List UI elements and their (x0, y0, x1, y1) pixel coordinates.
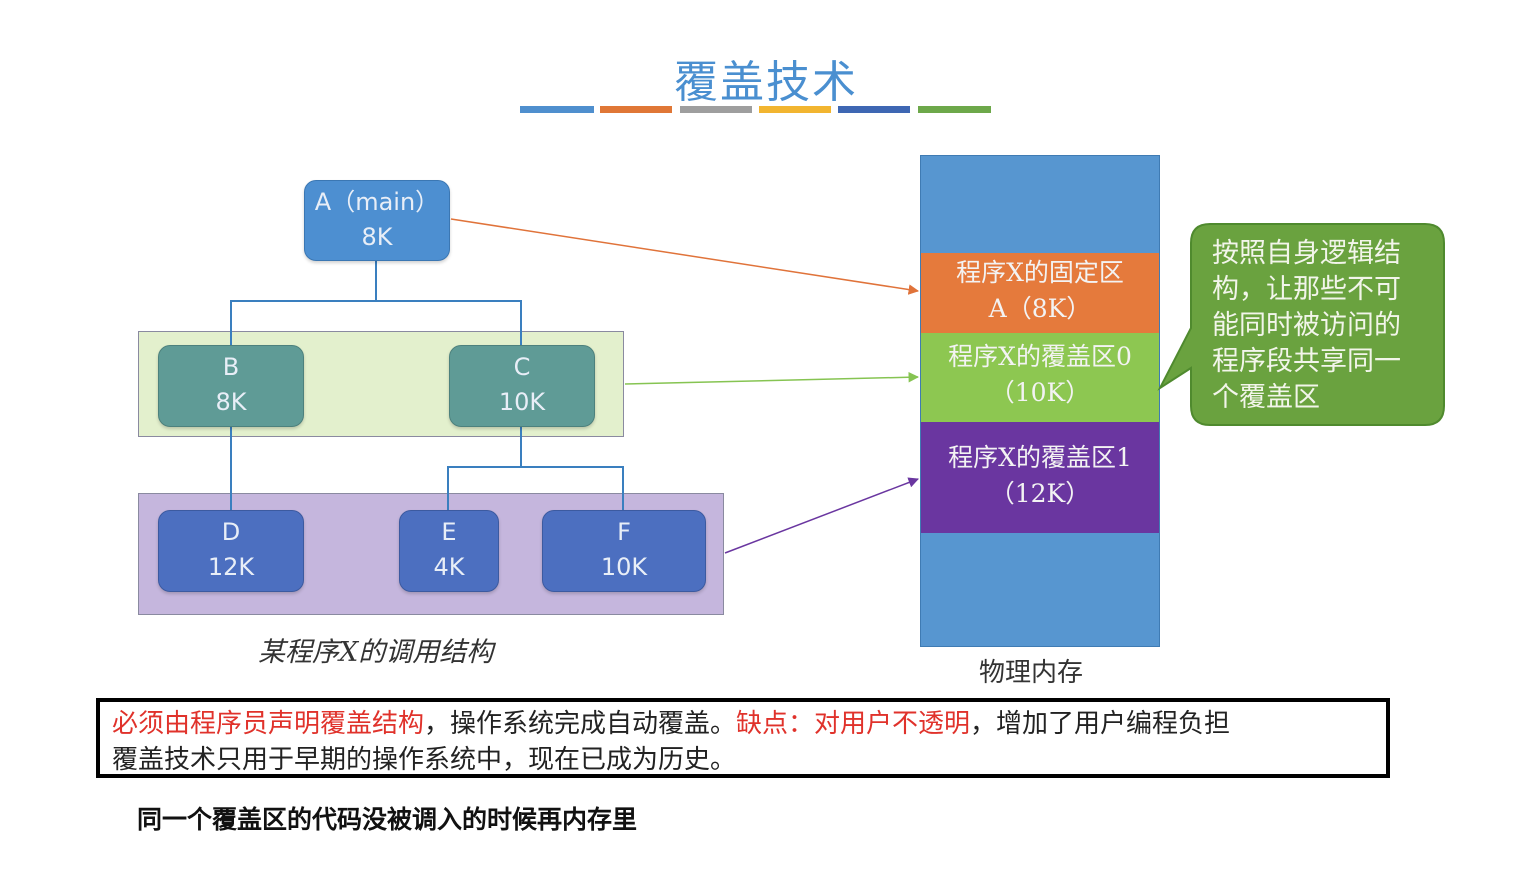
footer-note: 同一个覆盖区的代码没被调入的时候再内存里 (137, 805, 638, 834)
node-a-main: A（main） 8K (304, 180, 450, 261)
node-c-size: 10K (498, 388, 546, 416)
node-a-size: 8K (361, 223, 393, 251)
tree-connector (520, 300, 522, 345)
title-underline-4 (759, 106, 831, 113)
memory-overlay0-label: 程序X的覆盖区0 (948, 342, 1132, 371)
memory-caption: 物理内存 (979, 658, 1084, 688)
title-underline-2 (600, 106, 672, 113)
title-underline-3 (680, 106, 752, 113)
note-black-2: ，增加了用户编程负担 (970, 709, 1231, 739)
page-title: 覆盖技术 (674, 57, 858, 108)
bubble-text: 按照自身逻辑结 构，让那些不可 能同时被访问的 程序段共享同一 个覆盖区 (1212, 236, 1424, 416)
bubble-line: 构，让那些不可 (1212, 274, 1401, 305)
note-box: 必须由程序员声明覆盖结构，操作系统完成自动覆盖。缺点：对用户不透明，增加了用户编… (96, 698, 1390, 778)
arrow-level2-to-overlay1 (724, 477, 919, 554)
node-e-size: 4K (433, 553, 465, 581)
node-b-name: B (222, 353, 240, 381)
tree-connector (520, 427, 522, 467)
bubble-line: 能同时被访问的 (1212, 310, 1401, 341)
node-d-name: D (221, 518, 241, 546)
tree-connector (230, 300, 232, 345)
call-structure-caption: 某程序X的调用结构 (258, 637, 494, 668)
node-e: E 4K (399, 510, 499, 592)
node-b-size: 8K (215, 388, 247, 416)
bubble-line: 按照自身逻辑结 (1212, 238, 1401, 269)
memory-overlay1-detail: （12K） (989, 479, 1091, 508)
node-f-size: 10K (600, 553, 648, 581)
speech-bubble (1157, 223, 1445, 426)
memory-overlay-1: 程序X的覆盖区1 （12K） (921, 422, 1159, 533)
memory-overlay-0: 程序X的覆盖区0 （10K） (921, 333, 1159, 422)
memory-overlay0-detail: （10K） (989, 378, 1091, 407)
node-d: D 12K (158, 510, 304, 592)
title-underline-6 (918, 106, 991, 113)
node-c-name: C (513, 353, 531, 381)
tree-connector (447, 466, 449, 510)
node-f-name: F (617, 518, 631, 546)
tree-connector (375, 261, 377, 301)
memory-overlay1-label: 程序X的覆盖区1 (948, 443, 1132, 472)
tree-connector (230, 427, 232, 510)
tree-connector (230, 300, 522, 302)
arrow-level1-to-overlay0 (624, 371, 920, 385)
arrow-root-to-fixed (450, 218, 920, 295)
note-red-2: 缺点：对用户不透明 (736, 709, 971, 739)
node-f: F 10K (542, 510, 706, 592)
note-black-1: ，操作系统完成自动覆盖。 (424, 709, 737, 739)
memory-fixed-detail: A（8K） (988, 294, 1092, 323)
title-underline-1 (520, 106, 594, 113)
node-e-name: E (441, 518, 457, 546)
bubble-line: 个覆盖区 (1212, 382, 1320, 413)
tree-connector (622, 466, 624, 510)
node-d-size: 12K (207, 553, 255, 581)
node-c: C 10K (449, 345, 595, 427)
note-line-1: 必须由程序员声明覆盖结构，操作系统完成自动覆盖。缺点：对用户不透明，增加了用户编… (112, 706, 1374, 742)
memory-fixed-area: 程序X的固定区 A（8K） (921, 253, 1159, 333)
memory-fixed-label: 程序X的固定区 (956, 258, 1124, 287)
bubble-line: 程序段共享同一 (1212, 346, 1401, 377)
node-a-name: A（main） (314, 188, 440, 216)
node-b: B 8K (158, 345, 304, 427)
tree-connector (447, 466, 624, 468)
note-line-2: 覆盖技术只用于早期的操作系统中，现在已成为历史。 (112, 745, 737, 775)
title-underline-5 (838, 106, 910, 113)
note-red-1: 必须由程序员声明覆盖结构 (112, 709, 425, 739)
